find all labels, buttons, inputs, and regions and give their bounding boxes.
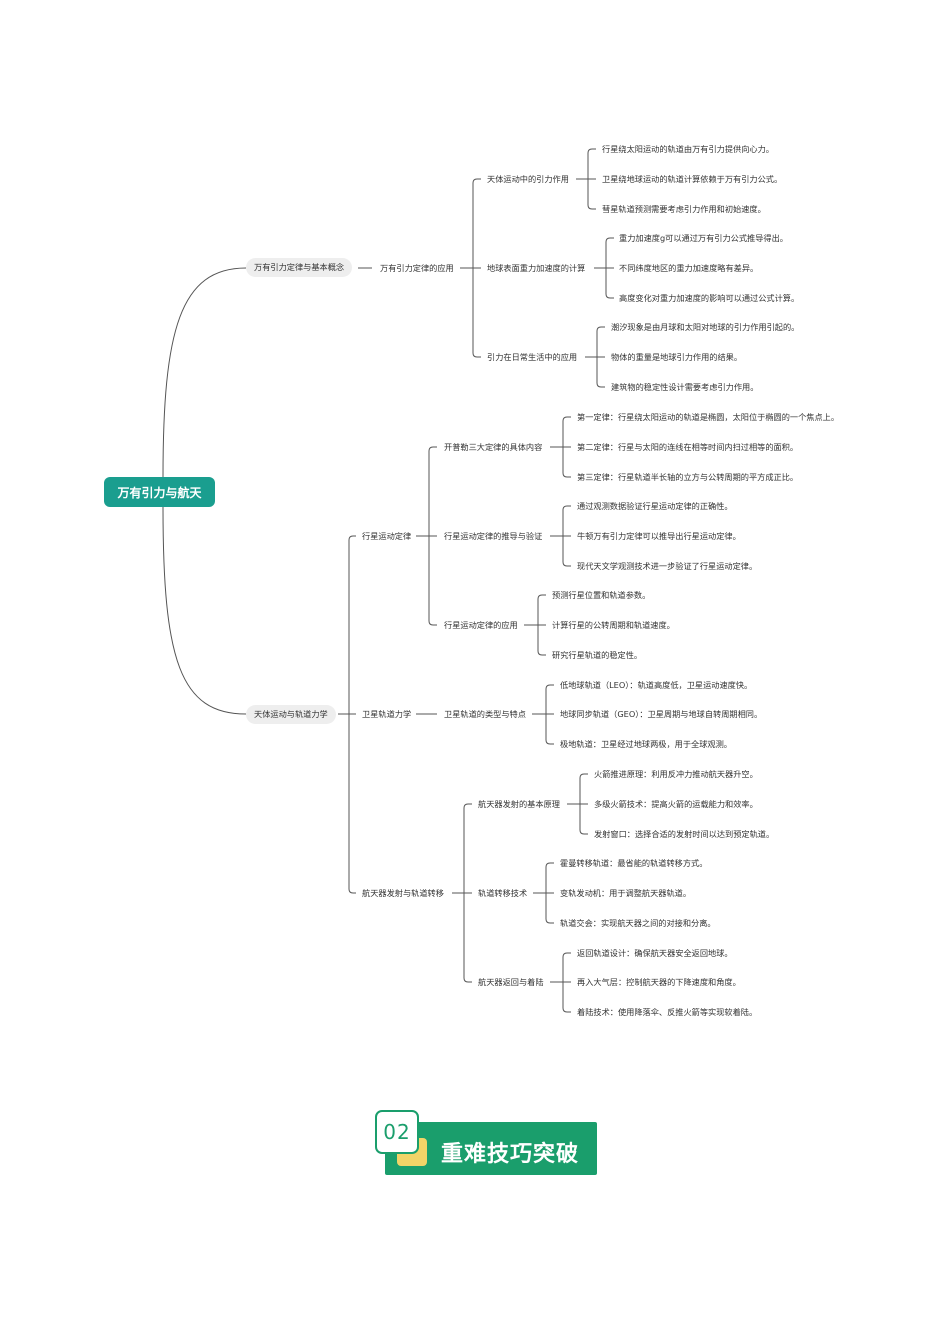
leaf-node: 轨道交会：实现航天器之间的对接和分离。 (560, 918, 716, 928)
branch-node-gravitation-basics: 万有引力定律与基本概念 (246, 258, 353, 277)
group-node: 天体运动中的引力作用 (487, 174, 569, 184)
leaf-node: 第三定律：行星轨道半长轴的立方与公转周期的平方成正比。 (577, 472, 799, 482)
leaf-node: 研究行星轨道的稳定性。 (552, 650, 643, 660)
section-number: 02 (375, 1110, 419, 1154)
section-title: 重难技巧突破 (441, 1142, 580, 1167)
connector-curve (162, 506, 247, 715)
leaf-node: 第一定律：行星绕太阳运动的轨道是椭圆，太阳位于椭圆的一个焦点上。 (577, 412, 840, 422)
group-node: 卫星轨道的类型与特点 (444, 709, 526, 719)
leaf-node: 重力加速度g可以通过万有引力公式推导得出。 (619, 233, 788, 243)
sub-node-launch-transfer: 航天器发射与轨道转移 (362, 888, 444, 898)
group-node: 地球表面重力加速度的计算 (487, 263, 586, 273)
leaf-node: 再入大气层：控制航天器的下降速度和角度。 (577, 977, 741, 987)
group-node: 轨道转移技术 (478, 888, 528, 898)
leaf-node: 变轨发动机：用于调整航天器轨道。 (560, 888, 692, 898)
leaf-node: 现代天文学观测技术进一步验证了行星运动定律。 (577, 561, 758, 571)
leaf-node: 发射窗口：选择合适的发射时间以达到预定轨道。 (594, 829, 775, 839)
leaf-node: 第二定律：行星与太阳的连线在相等时间内扫过相等的面积。 (577, 442, 799, 452)
leaf-node: 行星绕太阳运动的轨道由万有引力提供向心力。 (602, 144, 774, 154)
leaf-node: 极地轨道：卫星经过地球两极，用于全球观测。 (560, 739, 732, 749)
leaf-node: 彗星轨道预测需要考虑引力作用和初始速度。 (602, 204, 766, 214)
leaf-node: 预测行星位置和轨道参数。 (552, 590, 651, 600)
leaf-node: 建筑物的稳定性设计需要考虑引力作用。 (611, 382, 759, 392)
leaf-node: 多级火箭技术：提高火箭的运载能力和效率。 (594, 799, 758, 809)
leaf-node: 火箭推进原理：利用反冲力推动航天器升空。 (594, 769, 758, 779)
branch-node-orbital-mechanics: 天体运动与轨道力学 (246, 705, 336, 724)
leaf-node: 牛顿万有引力定律可以推导出行星运动定律。 (577, 531, 741, 541)
leaf-node: 计算行星的公转周期和轨道速度。 (552, 620, 675, 630)
root-node: 万有引力与航天 (104, 477, 215, 507)
leaf-node: 潮汐现象是由月球和太阳对地球的引力作用引起的。 (611, 322, 800, 332)
leaf-node: 返回轨道设计：确保航天器安全返回地球。 (577, 948, 733, 958)
group-node: 行星运动定律的应用 (444, 620, 518, 630)
group-node: 航天器发射的基本原理 (478, 799, 560, 809)
leaf-node: 霍曼转移轨道：最省能的轨道转移方式。 (560, 858, 708, 868)
group-node: 开普勒三大定律的具体内容 (444, 442, 543, 452)
sub-node-satellite-orbits: 卫星轨道力学 (362, 709, 412, 719)
leaf-node: 低地球轨道（LEO）：轨道高度低，卫星运动速度快。 (560, 680, 753, 690)
leaf-node: 着陆技术：使用降落伞、反推火箭等实现软着陆。 (577, 1007, 758, 1017)
leaf-node: 物体的重量是地球引力作用的结果。 (611, 352, 743, 362)
section-badge: 02 重难技巧突破 (375, 1110, 597, 1176)
group-node: 引力在日常生活中的应用 (487, 352, 578, 362)
leaf-node: 通过观测数据验证行星运动定律的正确性。 (577, 501, 733, 511)
sub-node-planetary-laws: 行星运动定律 (362, 531, 412, 541)
leaf-node: 卫星绕地球运动的轨道计算依赖于万有引力公式。 (602, 174, 783, 184)
leaf-node: 地球同步轨道（GEO）：卫星周期与地球自转周期相同。 (560, 709, 763, 719)
leaf-node: 不同纬度地区的重力加速度略有差异。 (619, 263, 759, 273)
leaf-node: 高度变化对重力加速度的影响可以通过公式计算。 (619, 293, 800, 303)
connector-curve (162, 267, 247, 478)
node-gravitation-applications: 万有引力定律的应用 (380, 263, 454, 273)
group-node: 行星运动定律的推导与验证 (444, 531, 543, 541)
group-node: 航天器返回与着陆 (478, 977, 544, 987)
